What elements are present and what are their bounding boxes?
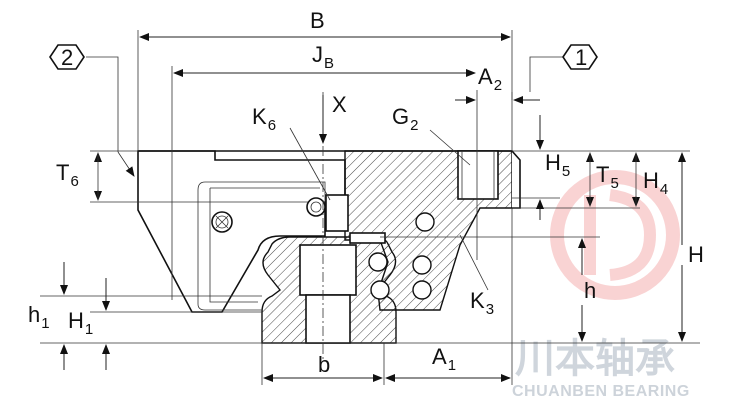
label-A2: A2 <box>478 64 502 94</box>
ball <box>412 255 432 275</box>
callout-2: 2 <box>49 44 85 70</box>
ball <box>415 212 435 232</box>
dimension-labels: B JB A2 X K6 G2 T6 H5 T5 H4 H h h1 H1 K3… <box>28 8 704 377</box>
ball <box>412 280 432 300</box>
label-h: h <box>584 278 596 303</box>
label-H5: H5 <box>545 150 570 180</box>
watermark-logo-mark <box>584 189 657 281</box>
label-A1: A1 <box>432 344 456 374</box>
label-T6: T6 <box>56 160 79 190</box>
ball-set <box>368 212 435 300</box>
label-G2: G2 <box>392 104 418 134</box>
ball <box>370 280 390 300</box>
label-h1: h1 <box>28 302 50 332</box>
label-H: H <box>688 242 704 267</box>
callout-1: 1 <box>562 44 598 70</box>
label-JB: JB <box>312 42 334 72</box>
label-X: X <box>332 92 347 117</box>
label-K6: K6 <box>252 104 276 134</box>
label-H4: H4 <box>643 168 668 198</box>
svg-text:2: 2 <box>61 45 73 70</box>
label-H1: H1 <box>68 308 93 338</box>
ball <box>368 252 388 272</box>
watermark-english: CHUANBEN BEARING <box>512 383 690 400</box>
carriage <box>137 150 521 313</box>
watermark-logo-ring <box>550 170 680 300</box>
label-T5: T5 <box>596 162 619 192</box>
watermark-chinese: 川本轴承 <box>515 337 675 381</box>
label-B: B <box>310 8 325 33</box>
watermark: 川本轴承 CHUANBEN BEARING <box>512 170 690 400</box>
label-K3: K3 <box>470 288 494 318</box>
dimension-lines <box>40 30 700 385</box>
label-b: b <box>318 352 330 377</box>
svg-text:1: 1 <box>575 45 587 70</box>
